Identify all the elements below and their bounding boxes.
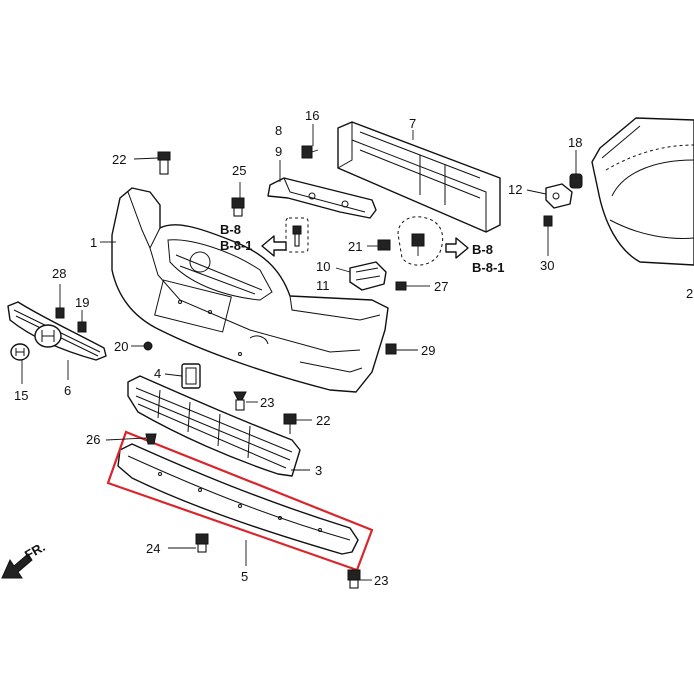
fastener-24 xyxy=(195,533,209,553)
detail-box-left xyxy=(285,217,309,253)
callout-2: 2 xyxy=(686,286,693,301)
callout-11: 11 xyxy=(316,278,330,293)
part-12-bracket xyxy=(545,183,573,209)
part-1-bumper-cover xyxy=(111,187,389,393)
fastener-29 xyxy=(385,343,397,355)
ref-left-b8: B-8 xyxy=(220,222,241,237)
callout-3: 3 xyxy=(315,463,322,478)
callout-27: 27 xyxy=(434,279,448,294)
fastener-box-left xyxy=(292,225,302,247)
fastener-25 xyxy=(231,197,245,217)
callout-10: 10 xyxy=(316,259,330,274)
reference-arrow-left xyxy=(261,235,287,257)
fastener-16 xyxy=(301,145,319,159)
fastener-28 xyxy=(55,300,65,319)
ref-right-b8: B-8 xyxy=(472,242,493,257)
callout-1: 1 xyxy=(90,235,97,250)
fastener-27 xyxy=(395,281,416,291)
callout-26: 26 xyxy=(86,432,100,447)
fastener-26 xyxy=(145,433,157,445)
detail-box-right xyxy=(397,216,444,266)
callout-23-mid: 23 xyxy=(260,395,274,410)
callout-12: 12 xyxy=(508,182,522,197)
fastener-box-right xyxy=(411,233,425,256)
fastener-18 xyxy=(569,173,583,189)
leader-lines xyxy=(21,124,577,581)
callout-22-mid: 22 xyxy=(316,413,330,428)
fastener-22-top xyxy=(157,151,171,175)
callout-25: 25 xyxy=(232,163,246,178)
part-5-lower-spoiler xyxy=(117,443,359,555)
fastener-23-bottom xyxy=(347,569,361,589)
callout-19: 19 xyxy=(75,295,89,310)
fastener-30 xyxy=(543,215,553,238)
reference-arrow-right xyxy=(445,237,469,259)
callout-4: 4 xyxy=(154,366,161,381)
fastener-23-mid xyxy=(233,391,247,411)
part-10-11-bracket xyxy=(349,261,387,291)
front-direction-arrow xyxy=(1,553,33,579)
callout-30: 30 xyxy=(540,258,554,273)
callout-5: 5 xyxy=(241,569,248,584)
part-6-emblem-grille xyxy=(7,301,107,361)
part-7-beam xyxy=(337,121,501,233)
callout-9: 9 xyxy=(275,144,282,159)
fastener-21 xyxy=(377,239,391,251)
callout-29: 29 xyxy=(421,343,435,358)
callout-15: 15 xyxy=(14,388,28,403)
callout-22-top: 22 xyxy=(112,152,126,167)
callout-24: 24 xyxy=(146,541,160,556)
part-4-cover xyxy=(181,363,201,389)
fastener-20 xyxy=(143,341,153,351)
part-3-lower-grille xyxy=(127,375,301,477)
callout-7: 7 xyxy=(409,116,416,131)
callout-21: 21 xyxy=(348,239,362,254)
callout-20: 20 xyxy=(114,339,128,354)
callout-18: 18 xyxy=(568,135,582,150)
callout-6: 6 xyxy=(64,383,71,398)
callout-8: 8 xyxy=(275,123,282,138)
part-2-rear-bumper xyxy=(591,117,694,266)
fastener-22-mid xyxy=(283,413,297,434)
callout-28: 28 xyxy=(52,266,66,281)
ref-right-b81: B-8-1 xyxy=(472,260,505,275)
callout-23-bottom: 23 xyxy=(374,573,388,588)
ref-left-b81: B-8-1 xyxy=(220,238,253,253)
callout-16: 16 xyxy=(305,108,319,123)
fastener-19 xyxy=(77,321,87,333)
part-8-9-bracket xyxy=(267,177,377,219)
highlight-box xyxy=(106,430,374,572)
